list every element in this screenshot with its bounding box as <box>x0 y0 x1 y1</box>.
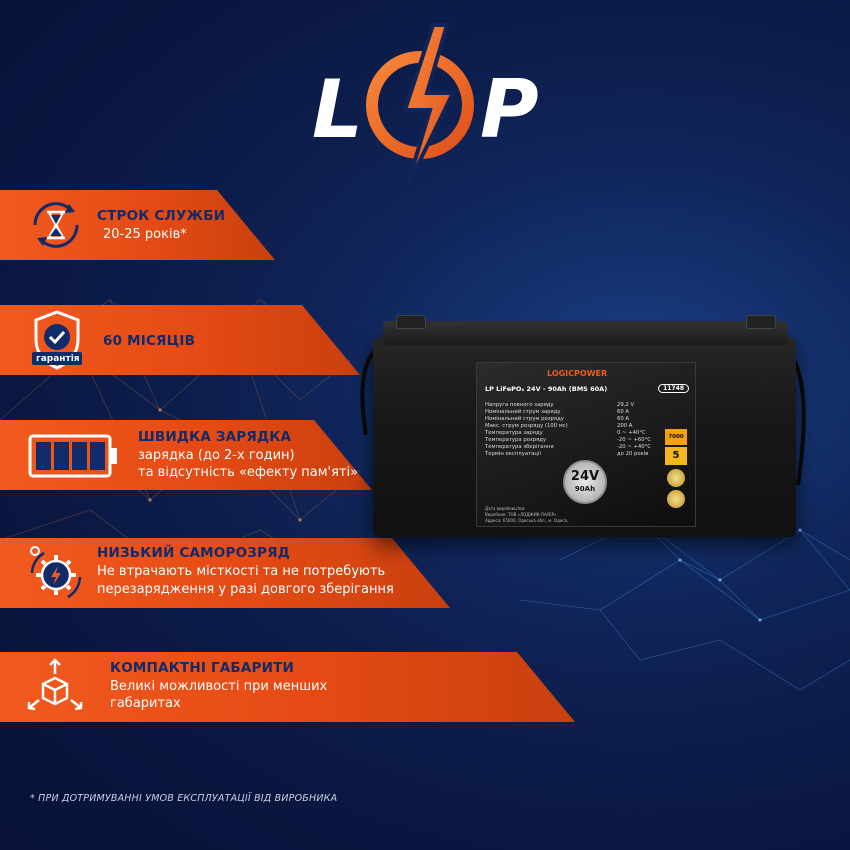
label-footer-line: Виробник: ТОВ «ЛОДЖИК-ПАУЕР» <box>485 512 557 517</box>
label-footer-line: Дата виробництва: <box>485 506 526 511</box>
spec-value: 29,2 V <box>617 402 635 408</box>
warranty-years-badge: 5 <box>665 447 687 465</box>
capacity-value: 90Ah <box>574 485 596 493</box>
label-brand: LOGICPOWER <box>547 369 608 378</box>
medal-icon <box>667 469 685 487</box>
banner-title-compact: КОМПАКТНІ ГАБАРИТИ <box>110 660 295 676</box>
feature-banner-compact: КОМПАКТНІ ГАБАРИТИ Великі можливості при… <box>0 652 575 722</box>
spec-value: 0 ~ +40°C <box>617 430 646 436</box>
battery-full-icon <box>28 433 120 479</box>
logo-letter-p: P <box>480 63 539 156</box>
spec-value: 60 A <box>617 416 630 422</box>
lightning-bolt-icon <box>366 23 474 188</box>
spec-name: Температура заряду <box>485 430 543 436</box>
spec-value: 200 A <box>617 423 633 429</box>
banner-text-lifespan: 20-25 років* <box>103 227 187 242</box>
feature-banner-fast-charge: ШВИДКА ЗАРЯДКА зарядка (до 2-х годин) та… <box>0 420 372 490</box>
banner-title-warranty: 60 МІСЯЦІВ <box>103 333 196 349</box>
logo-letter-l: L <box>312 63 363 156</box>
warranty-shield-icon <box>28 308 86 372</box>
battery-terminal-left <box>396 315 426 329</box>
hourglass-cycle-icon <box>27 196 85 254</box>
banner-title-lifespan: СТРОК СЛУЖБИ <box>97 208 226 224</box>
spec-value: до 20 років <box>617 451 649 457</box>
feature-banner-warranty: гарантія 60 МІСЯЦІВ <box>0 305 360 375</box>
label-model: LP LiFePO₄ 24V - 90Ah (BMS 60A) <box>485 385 608 393</box>
spec-value: -20 ~ +40°C <box>617 444 651 450</box>
banner-text-self-discharge-2: перезарядження у разі довгого зберігання <box>97 582 394 597</box>
voltage-value: 24V <box>570 469 600 484</box>
banner-text-fast-charge-2: та відсутність «ефекту пам'яті» <box>138 465 359 480</box>
footnote: * ПРИ ДОТРИМУВАННІ УМОВ ЕКСПЛУАТАЦІЇ ВІД… <box>30 793 338 804</box>
brand-logo: L P <box>300 15 550 195</box>
voltage-badge: 24V 90Ah <box>563 460 607 504</box>
label-product-code: 11748 <box>658 384 689 393</box>
spec-name: Макс. струм розряду (100 мс) <box>485 423 568 429</box>
banner-title-self-discharge: НИЗЬКИЙ САМОРОЗРЯД <box>97 545 290 561</box>
spec-value: 60 A <box>617 409 630 415</box>
banner-text-compact-2: габаритах <box>110 696 181 711</box>
battery-terminal-right <box>746 315 776 329</box>
medal-icon <box>667 490 685 508</box>
banner-text-self-discharge-1: Не втрачають місткості та не потребують <box>97 564 386 579</box>
spec-value: -20 ~ +60°C <box>617 437 651 443</box>
spec-name: Температура зберігання <box>485 444 554 450</box>
battery-lid <box>383 321 788 345</box>
banner-title-fast-charge: ШВИДКА ЗАРЯДКА <box>138 429 292 445</box>
spec-name: Температура розряду <box>485 437 547 443</box>
feature-banner-self-discharge: НИЗЬКИЙ САМОРОЗРЯД Не втрачають місткост… <box>0 538 450 608</box>
spec-name: Номінальний струм розряду <box>485 416 564 422</box>
label-footer-line: Адреса: 65000, Одеська обл., м. Одеса, <box>485 518 569 523</box>
cube-arrows-icon <box>24 656 86 718</box>
spec-name: Номінальний струм заряду <box>485 409 561 415</box>
cycles-badge: 7000 <box>665 429 687 445</box>
feature-banner-lifespan: СТРОК СЛУЖБИ 20-25 років* <box>0 190 275 260</box>
battery-product-image: LOGICPOWER LP LiFePO₄ 24V - 90Ah (BMS 60… <box>358 315 808 540</box>
banner-text-compact-1: Великі можливості при менших <box>110 679 328 694</box>
battery-label: LOGICPOWER LP LiFePO₄ 24V - 90Ah (BMS 60… <box>476 362 696 527</box>
gear-lightning-icon <box>26 543 86 603</box>
spec-name: Напруга повного заряду <box>485 402 554 408</box>
warranty-icon-label: гарантія <box>36 354 80 364</box>
spec-name: Термін експлуатації <box>485 451 541 457</box>
banner-text-fast-charge-1: зарядка (до 2-х годин) <box>138 448 295 463</box>
